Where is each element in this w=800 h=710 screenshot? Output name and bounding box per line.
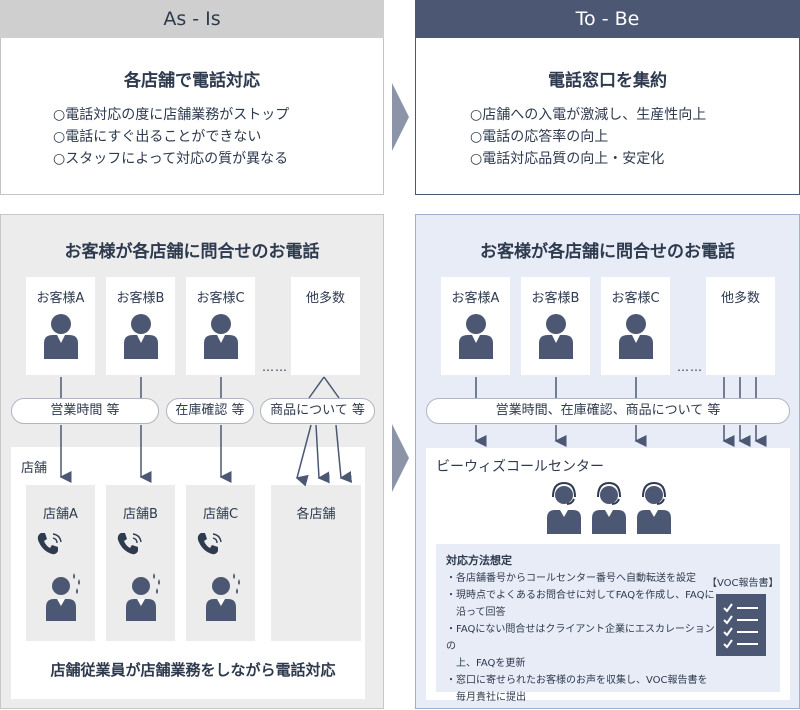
- store-label: 各店舗: [296, 507, 336, 522]
- store-section-label: 店舗: [21, 461, 48, 476]
- method-line: ・現時点でよくあるお問合せに対してFAQを作成し、FAQに: [446, 590, 715, 601]
- pill-stock-check: 在庫確認 等: [166, 398, 254, 424]
- customer-label: お客様C: [611, 291, 660, 306]
- as-is-point: ○電話にすぐ出ることができない: [53, 129, 262, 145]
- person-icon: [458, 314, 493, 359]
- person-icon: [618, 314, 653, 359]
- to-be-title: 電話窓口を集約: [548, 71, 667, 91]
- store-card-c: 店舗C: [186, 485, 255, 641]
- voc-label: 【VOC報告書】: [707, 578, 779, 589]
- method-line: 毎月貴社に提出: [446, 692, 526, 703]
- store-label: 店舗B: [123, 507, 158, 522]
- customer-label: お客様C: [196, 291, 245, 306]
- as-is-title: 各店舗で電話対応: [124, 71, 260, 91]
- as-is-arrows: [59, 376, 353, 487]
- report-checklist-icon: [716, 594, 766, 656]
- as-is-summary: 各店舗で電話対応 ○電話対応の度に店舗業務がストップ ○電話にすぐ出ることができ…: [0, 38, 384, 195]
- to-be-points: ○店舗への入電が激減し、生産性向上 ○電話の応答率の向上 ○電話対応品質の向上・…: [470, 104, 706, 170]
- chevron-right-icon: [392, 424, 409, 492]
- person-icon: [43, 314, 78, 359]
- as-is-panel: お客様が各店舗に問合せのお電話 お客様A お客様B お客様C …… 他多数 店舗…: [0, 214, 384, 709]
- method-box: 対応方法想定 ・各店舗番号からコールセンター番号へ自動転送を設定 ・現時点でよく…: [436, 544, 780, 703]
- call-center-name: ビーウィズコールセンター: [436, 459, 604, 475]
- customer-label: お客様A: [36, 291, 85, 306]
- person-icon: [203, 314, 238, 359]
- as-is-points: ○電話対応の度に店舗業務がストップ ○電話にすぐ出ることができない ○スタッフに…: [53, 104, 289, 170]
- customer-card-b: お客様B: [106, 277, 175, 375]
- customer-card-b: お客様B: [521, 277, 590, 375]
- method-line: 上、FAQを更新: [446, 658, 526, 669]
- phone-ringing-icon: [117, 533, 142, 555]
- to-be-point: ○電話の応答率の向上: [470, 129, 609, 145]
- customer-card-c: お客様C: [601, 277, 670, 375]
- pill-product-inquiry: 商品について 等: [260, 398, 375, 424]
- store-label: 店舗C: [202, 507, 239, 522]
- customer-label: お客様B: [531, 291, 580, 306]
- store-card-a: 店舗A: [26, 485, 95, 641]
- customer-label: お客様A: [451, 291, 500, 306]
- as-is-header: As - Is: [0, 0, 384, 38]
- customer-label: 他多数: [720, 291, 760, 306]
- customer-card-c: お客様C: [186, 277, 255, 375]
- to-be-panel-title: お客様が各店舗に問合せのお電話: [480, 242, 735, 262]
- staff-sweat-icon: [126, 573, 160, 621]
- method-line: ・FAQにない問合せはクライアント企業にエスカレーションの: [446, 624, 715, 652]
- to-be-point: ○電話対応品質の向上・安定化: [470, 151, 665, 167]
- ellipsis: ……: [677, 360, 703, 374]
- customer-card-a: お客様A: [441, 277, 510, 375]
- staff-sweat-icon: [46, 573, 80, 621]
- store-label: 店舗A: [43, 507, 78, 522]
- customer-label: お客様B: [116, 291, 165, 306]
- as-is-point: ○スタッフによって対応の質が異なる: [53, 151, 289, 167]
- to-be-point: ○店舗への入電が激減し、生産性向上: [470, 107, 707, 123]
- customer-card-others: 他多数: [291, 277, 360, 375]
- customer-card-a: お客様A: [26, 277, 95, 375]
- method-title: 対応方法想定: [446, 554, 512, 567]
- as-is-footer: 店舗従業員が店舗業務をしながら電話対応: [50, 661, 336, 679]
- method-line: ・窓口に寄せられたお客様のお声を収集し、VOC報告書を: [446, 675, 708, 686]
- method-line: 沿って回答: [446, 607, 506, 618]
- ellipsis: ……: [262, 360, 288, 374]
- store-card-all: 各店舗: [271, 485, 361, 641]
- staff-sweat-icon: [206, 573, 240, 621]
- person-icon: [123, 314, 158, 359]
- method-line: ・各店舗番号からコールセンター番号へ自動転送を設定: [446, 573, 696, 584]
- customer-label: 他多数: [305, 291, 345, 306]
- as-is-point: ○電話対応の度に店舗業務がストップ: [53, 107, 290, 123]
- phone-ringing-icon: [197, 533, 222, 555]
- call-center-section: ビーウィズコールセンター 対応方法想定 ・各店舗番号からコールセンター番号へ自動…: [426, 448, 790, 703]
- store-card-b: 店舗B: [106, 485, 175, 641]
- as-is-panel-title: お客様が各店舗に問合せのお電話: [64, 242, 320, 262]
- to-be-summary: 電話窓口を集約 ○店舗への入電が激減し、生産性向上 ○電話の応答率の向上 ○電話…: [415, 38, 800, 195]
- operators-icon: [547, 482, 671, 534]
- to-be-panel: お客様が各店舗に問合せのお電話 お客様A お客様B お客様C …… 他多数 営業…: [415, 214, 800, 709]
- method-list: ・各店舗番号からコールセンター番号へ自動転送を設定 ・現時点でよくあるお問合せに…: [446, 570, 716, 706]
- person-icon: [538, 314, 573, 359]
- pill-inquiry-topics: 営業時間、在庫確認、商品について 等: [426, 398, 790, 424]
- chevron-right-icon: [392, 83, 409, 151]
- to-be-header: To - Be: [415, 0, 800, 38]
- pill-business-hours: 営業時間 等: [11, 398, 159, 424]
- phone-ringing-icon: [37, 533, 62, 555]
- to-be-arrows: [474, 377, 767, 447]
- customer-card-others: 他多数: [706, 277, 775, 375]
